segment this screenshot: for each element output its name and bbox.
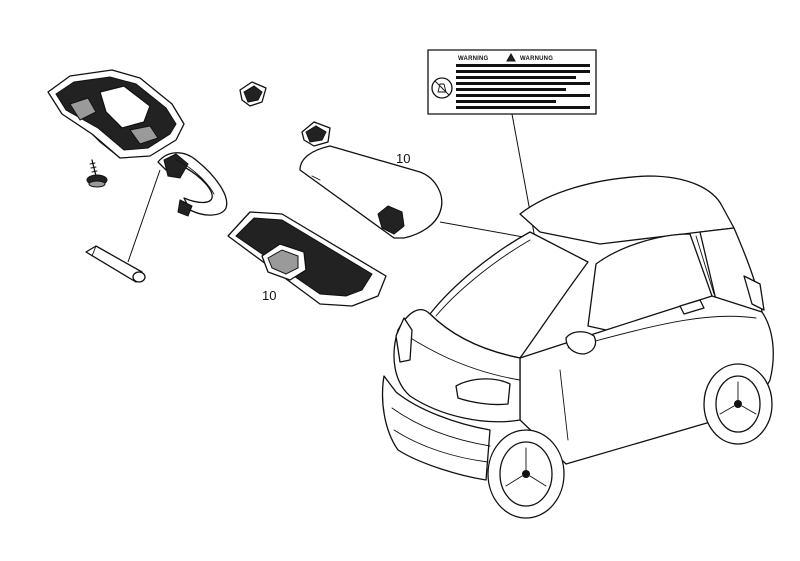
warning-triangle-icon	[506, 52, 516, 62]
callout-sun-visor: 10	[396, 151, 410, 166]
visor-clip-upper	[239, 81, 267, 107]
grab-handle	[157, 152, 228, 217]
tube-part	[85, 245, 146, 283]
mounting-screw	[86, 159, 108, 188]
warning-text-lines	[456, 64, 590, 109]
warning-label: WARNING WARNUNG	[427, 49, 597, 115]
overhead-console	[47, 69, 185, 159]
warning-title-right: WARNUNG	[520, 56, 553, 62]
warning-title-left: WARNING	[458, 56, 489, 62]
vanity-mirror-light	[227, 211, 387, 307]
sun-visor	[299, 145, 443, 239]
callout-vanity-mirror-light: 10	[262, 288, 276, 303]
visor-clip-lower	[301, 121, 331, 147]
leader-handle-to-tube	[127, 169, 161, 263]
car-illustration	[381, 175, 774, 519]
